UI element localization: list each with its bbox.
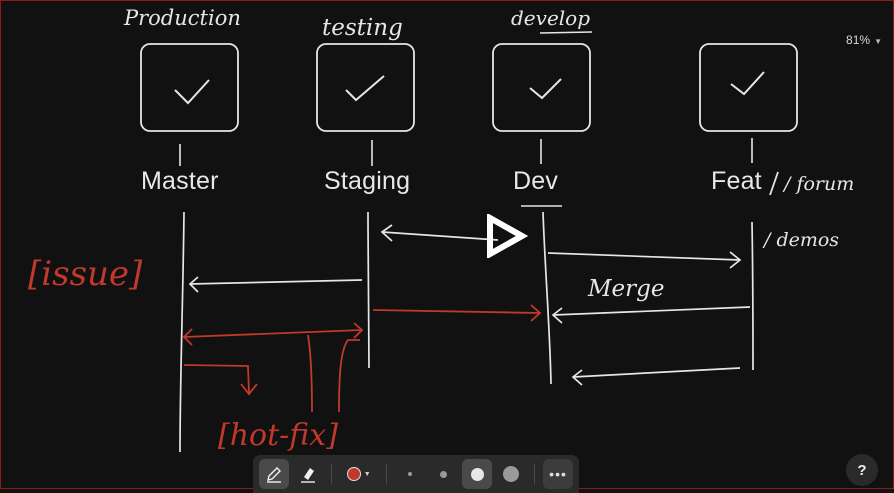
feat-to-dev-return-arrow bbox=[571, 367, 741, 386]
feat-branch-line bbox=[751, 221, 754, 371]
toolbar-divider bbox=[534, 464, 536, 484]
develop-underline bbox=[539, 31, 593, 34]
production-annotation: Production bbox=[123, 6, 241, 30]
testing-annotation: testing bbox=[322, 15, 403, 41]
branch-label-dev: Dev bbox=[513, 167, 559, 195]
pen-tool-button[interactable] bbox=[259, 459, 289, 489]
stroke-size-small-button[interactable] bbox=[428, 459, 458, 489]
issue-annotation: [issue] bbox=[28, 254, 143, 294]
size-dot-icon bbox=[407, 472, 412, 476]
hotfix-branch-out-arrowhead bbox=[240, 383, 258, 396]
pen-icon bbox=[266, 467, 281, 483]
dev-branch-line bbox=[542, 211, 552, 385]
staging-branch-line bbox=[367, 211, 370, 369]
more-icon: ••• bbox=[549, 466, 567, 482]
branch-label-feat: Feat bbox=[711, 167, 762, 195]
hotfix-master-double-arrow bbox=[182, 322, 364, 346]
zoom-level: 81% bbox=[846, 33, 871, 47]
stroke-size-extra-small-button[interactable] bbox=[395, 459, 425, 489]
help-label: ? bbox=[857, 461, 867, 479]
hotfix-branch-out-line bbox=[183, 364, 250, 394]
stroke-size-medium-button[interactable] bbox=[462, 459, 493, 489]
highlighter-icon bbox=[300, 468, 315, 483]
drawing-toolbar: ▼ ••• bbox=[253, 455, 579, 493]
color-swatch-icon bbox=[346, 467, 361, 481]
highlighter-tool-button[interactable] bbox=[293, 459, 323, 489]
size-dot-icon bbox=[439, 470, 447, 478]
hotfix-annotation: [hot-fix] bbox=[218, 418, 338, 453]
chevron-down-icon: ▼ bbox=[363, 470, 371, 478]
branch-label-master: Master bbox=[141, 167, 219, 195]
size-dot-icon bbox=[503, 466, 520, 482]
toolbar-divider bbox=[330, 464, 332, 484]
play-button[interactable] bbox=[484, 212, 529, 260]
hotfix-to-staging-line bbox=[338, 339, 360, 413]
chevron-down-icon: ▼ bbox=[874, 37, 882, 46]
feat-checkbox-icon bbox=[699, 43, 798, 132]
develop-annotation: develop bbox=[511, 6, 590, 30]
dev-checkbox-icon bbox=[492, 43, 591, 132]
toolbar-divider bbox=[385, 464, 387, 484]
dev-to-feat-arrow bbox=[547, 251, 742, 269]
color-picker-button[interactable]: ▼ bbox=[340, 459, 378, 489]
zoom-dropdown[interactable]: 81%▼ bbox=[846, 33, 882, 47]
feat-to-dev-merge-arrow bbox=[551, 306, 751, 324]
size-dot-icon bbox=[470, 467, 484, 481]
help-button[interactable]: ? bbox=[846, 454, 878, 486]
staging-to-dev-red-arrow bbox=[372, 304, 542, 322]
feat-forum-annotation: / forum bbox=[782, 173, 854, 195]
master-checkbox-icon bbox=[140, 43, 239, 132]
staging-to-master-arrow bbox=[188, 276, 363, 293]
feat-demos-annotation: / demos bbox=[762, 229, 839, 251]
branch-label-staging: Staging bbox=[324, 167, 411, 195]
more-options-button[interactable]: ••• bbox=[543, 459, 573, 489]
play-icon bbox=[487, 212, 529, 260]
hotfix-to-master-line bbox=[307, 334, 313, 413]
master-branch-line bbox=[179, 211, 185, 453]
staging-checkbox-icon bbox=[316, 43, 415, 132]
feat-slash bbox=[769, 171, 779, 196]
dev-to-staging-arrow bbox=[380, 224, 499, 242]
merge-annotation: Merge bbox=[587, 276, 665, 302]
stroke-size-large-button[interactable] bbox=[496, 459, 526, 489]
